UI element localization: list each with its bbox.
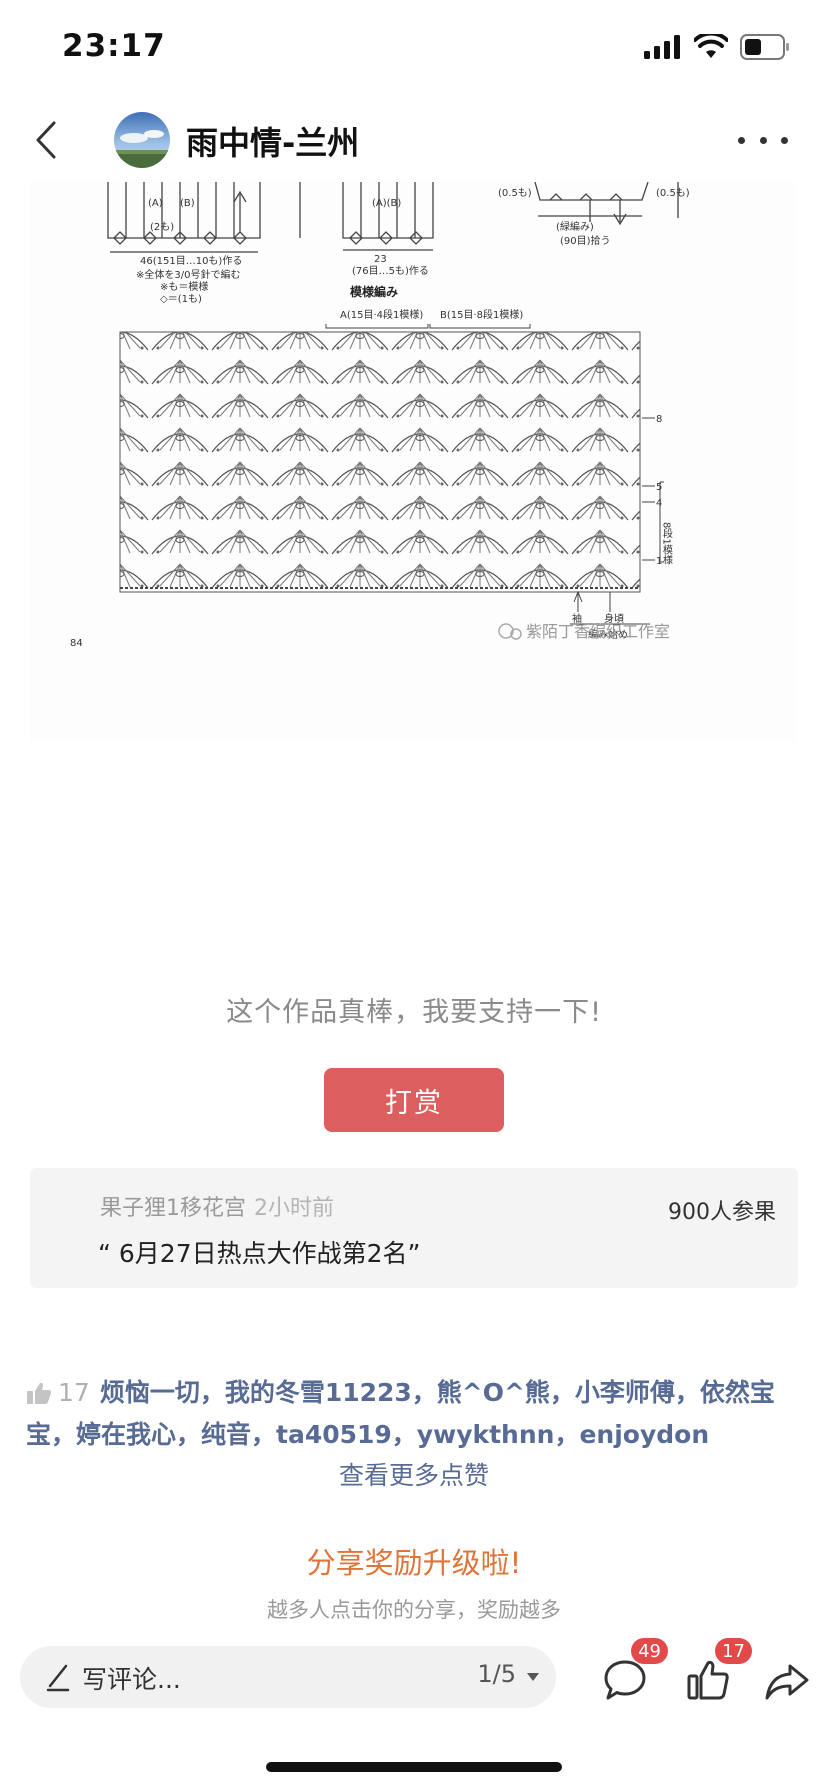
row-marker-5: 5 xyxy=(656,482,662,493)
status-bar: 23:17 xyxy=(0,0,828,100)
recommend-card[interactable]: 果子狸1移花宫 2小时前 900人参果 “ 6月27日热点大作战第2名” xyxy=(30,1168,798,1288)
recommend-author: 果子狸1移花宫 xyxy=(100,1196,246,1221)
pattern-heading: 模様編み xyxy=(350,284,398,299)
avatar-image xyxy=(114,112,170,168)
comment-count-badge: 49 xyxy=(631,1638,668,1664)
comment-input[interactable]: 写评论... 1/5 xyxy=(20,1646,556,1708)
note-8: (90目)拾う xyxy=(560,234,611,247)
chevron-left-icon xyxy=(36,121,56,159)
diagram-notes: (A) (B) (2も) (A)(B) 46(151目…10も)作る ※全体を3… xyxy=(136,187,690,305)
caret-down-icon[interactable] xyxy=(526,1672,540,1682)
share-reward-subtitle: 越多人点击你的分享，奖励越多 xyxy=(267,1598,561,1622)
more-button[interactable] xyxy=(738,122,788,158)
diagram-left xyxy=(107,182,261,253)
back-button[interactable] xyxy=(26,116,66,164)
label-ab: (A)(B) xyxy=(372,198,401,209)
bottom-label-2: 身頃 xyxy=(604,612,624,625)
bottom-label-1: 袖 xyxy=(572,612,582,625)
side-note-2: (0.5も) xyxy=(656,187,690,199)
reward-button[interactable]: 打赏 xyxy=(324,1068,504,1132)
more-dot xyxy=(781,136,788,144)
likes-names[interactable]: 烦恼一切，我的冬雪11223，熊^O^熊，小李师傅，依然宝宝，婷在我心，纯音，t… xyxy=(26,1378,775,1449)
comment-placeholder: 写评论... xyxy=(82,1665,181,1694)
label-b: (B) xyxy=(180,198,195,209)
recommend-count: 900人参果 xyxy=(668,1200,776,1225)
page-title: 雨中情-兰州 xyxy=(186,124,360,162)
row-marker-4: 4 xyxy=(656,498,662,509)
page-number: 84 xyxy=(70,638,83,649)
note-5: 23 xyxy=(374,254,387,265)
row-marker-1: 1 xyxy=(656,556,662,567)
note-4: ◇＝(1も) xyxy=(160,293,202,305)
recommend-author-line: 果子狸1移花宫 2小时前 xyxy=(100,1190,334,1222)
share-arrow-icon xyxy=(765,1664,809,1700)
watermark: 紫陌丁香编织工作室 xyxy=(498,622,670,641)
diagram-middle xyxy=(299,182,434,251)
likes-count: 17 xyxy=(58,1378,90,1407)
label-a: (A) xyxy=(148,198,163,209)
diagram-right xyxy=(534,182,679,226)
note-1: 46(151目…10も)作る xyxy=(140,255,242,267)
nav-bar: 雨中情-兰州 xyxy=(0,100,828,182)
more-likes-link[interactable]: 查看更多点赞 xyxy=(338,1461,489,1490)
crochet-chart-illustration: (A) (B) (2も) (A)(B) 46(151目…10も)作る ※全体を3… xyxy=(70,182,690,649)
page-indicator[interactable]: 1/5 xyxy=(477,1660,516,1688)
stitch-chart xyxy=(119,331,641,593)
pencil-icon xyxy=(46,1664,70,1692)
like-button[interactable]: 17 xyxy=(682,1638,752,1708)
comment-bubble-icon xyxy=(604,1660,646,1700)
label-2mo: (2も) xyxy=(150,221,174,233)
pattern-image[interactable]: (A) (B) (2も) (A)(B) 46(151目…10も)作る ※全体を3… xyxy=(30,182,796,742)
note-2: ※全体を3/0号針で編む xyxy=(136,268,240,281)
note-6: (76目…5も)作る xyxy=(352,265,429,277)
reward-text: 这个作品真棒，我要支持一下! xyxy=(226,997,602,1028)
battery-icon xyxy=(740,34,789,60)
home-indicator[interactable] xyxy=(266,1762,562,1772)
recommend-title: “ 6月27日热点大作战第2名” xyxy=(98,1239,421,1268)
bottom-label-3: 編み始め xyxy=(588,628,628,641)
status-time: 23:17 xyxy=(62,28,166,64)
more-dot xyxy=(759,136,767,144)
side-note-1: (0.5も) xyxy=(498,187,532,199)
avatar[interactable] xyxy=(114,112,170,168)
thumb-up-icon xyxy=(27,1382,51,1404)
share-reward-title[interactable]: 分享奖励升级啦! xyxy=(306,1546,522,1580)
wifi-icon xyxy=(694,34,728,58)
recommend-time: 2小时前 xyxy=(254,1196,334,1221)
status-icons xyxy=(644,34,790,60)
cellular-signal-icon xyxy=(644,35,680,59)
row-marker-8: 8 xyxy=(656,414,662,425)
comment-button[interactable]: 49 xyxy=(598,1638,668,1708)
rows-side-label: 8段1模様 xyxy=(661,522,673,565)
thumb-up-icon xyxy=(687,1660,729,1700)
note-3: ※も＝模様 xyxy=(160,280,208,293)
note-7: (緑編み) xyxy=(556,220,594,233)
watermark-text: 紫陌丁香编织工作室 xyxy=(526,622,670,641)
share-button[interactable] xyxy=(762,1652,822,1708)
more-dot xyxy=(738,136,745,144)
like-count-badge: 17 xyxy=(715,1638,752,1664)
pattern-label-b: B(15目·8段1模様) xyxy=(440,308,523,321)
pattern-label-a: A(15目·4段1模様) xyxy=(340,308,423,321)
